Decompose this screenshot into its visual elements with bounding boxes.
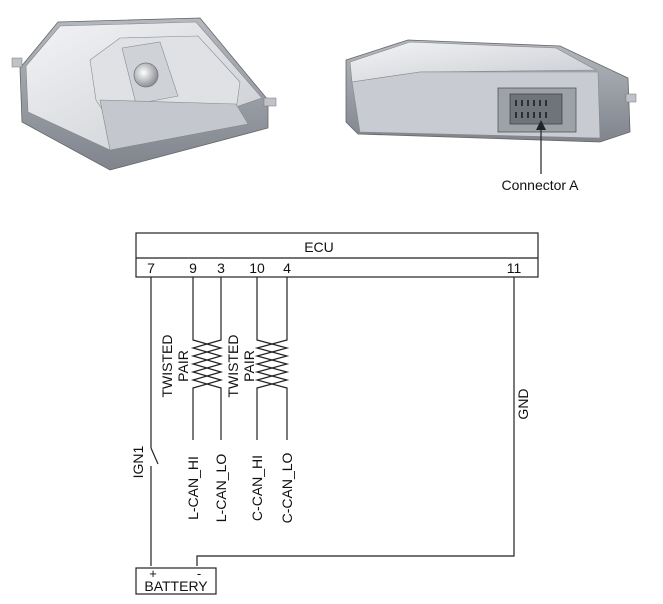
pin-10: 10: [249, 260, 265, 276]
connector-a-label: Connector A: [501, 177, 579, 193]
camera-lens-icon: [133, 62, 159, 88]
callout-arrowhead-icon: [536, 120, 546, 130]
battery-minus: -: [197, 566, 201, 581]
module-rear-view: [345, 39, 637, 143]
ign1-switch-icon: [150, 447, 159, 465]
battery-plus: +: [149, 566, 157, 581]
c-can-hi-wire: [254, 277, 290, 440]
l-can-lo-label: L-CAN_LO: [213, 454, 229, 523]
l-can-lo-wire: [190, 277, 224, 440]
module-front-view: [11, 17, 277, 171]
pin-7: 7: [147, 260, 155, 276]
gnd-wire: [196, 277, 515, 566]
l-can-hi-label: L-CAN_HI: [185, 456, 201, 520]
l-can-hi-wire: [190, 277, 224, 440]
ecu-label: ECU: [304, 239, 334, 255]
pin-11: 11: [507, 260, 522, 276]
twisted-pair-2-line2: PAIR: [241, 350, 257, 382]
twisted-pair-1-line1: TWISTED: [159, 335, 175, 398]
pin-3: 3: [217, 260, 225, 276]
ign1-label: IGN1: [130, 445, 146, 478]
battery-label: BATTERY: [144, 578, 208, 594]
battery-box: [135, 567, 217, 595]
c-can-lo-wire: [254, 277, 290, 440]
gnd-label: GND: [515, 388, 531, 419]
twisted-pair-1-line2: PAIR: [175, 350, 191, 382]
c-can-lo-label: C-CAN_LO: [279, 452, 295, 523]
c-can-hi-label: C-CAN_HI: [249, 455, 265, 521]
pin-4: 4: [283, 260, 291, 276]
pin-9: 9: [189, 260, 197, 276]
connector-a-icon: [509, 93, 563, 125]
ecu-box: [135, 232, 539, 278]
twisted-pair-2-line1: TWISTED: [225, 335, 241, 398]
